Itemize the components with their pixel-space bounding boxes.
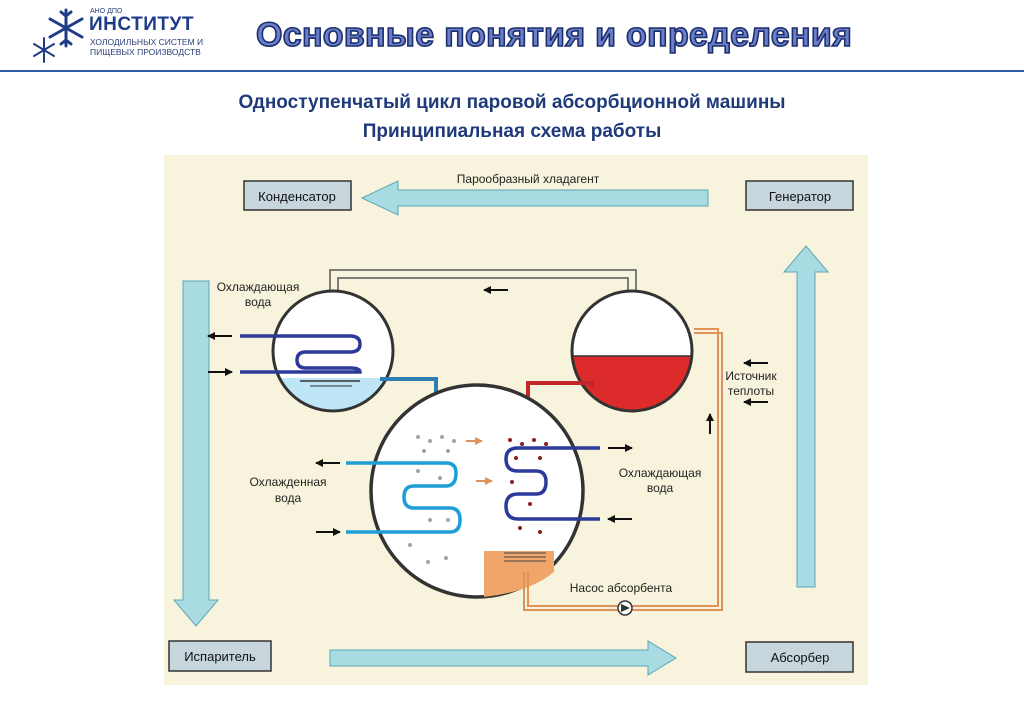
snowflake-icon xyxy=(33,8,84,63)
evaporator-label: Испаритель xyxy=(184,649,256,664)
chilled-water-label-1: Охлажденная xyxy=(249,475,326,489)
diagram-title-line2: Принципиальная схема работы xyxy=(362,121,662,142)
absorber-box: Абсорбер xyxy=(745,641,854,673)
cooling-water-top-label-2: вода xyxy=(245,295,272,309)
chilled-water-coil xyxy=(346,461,462,534)
condenser-label: Конденсатор xyxy=(258,189,336,204)
page-title: Основные понятия и определения xyxy=(255,15,853,55)
logo-sub-line2: ПИЩЕВЫХ ПРОИЗВОДСТВ xyxy=(90,47,201,57)
vapor-flow-arrow xyxy=(360,180,709,216)
logo-main-text: ИНСТИТУТ xyxy=(89,14,194,35)
absorbent-pump-label: Насос абсорбента xyxy=(570,581,673,595)
absorber-evaporator-vessel xyxy=(369,383,585,599)
generator-flow-arrow xyxy=(782,245,830,588)
solution-droplets xyxy=(508,438,548,534)
heat-source-label-1: Источник xyxy=(725,369,777,383)
vapor-refrigerant-label: Парообразный хладагент xyxy=(457,172,600,186)
condenser-box: Конденсатор xyxy=(243,180,352,211)
generator-label: Генератор xyxy=(769,189,831,204)
condenser-coil xyxy=(240,334,362,374)
chilled-water-label-2: вода xyxy=(275,491,302,505)
logo-sub-line1: ХОЛОДИЛЬНЫХ СИСТЕМ И xyxy=(90,37,204,47)
cooling-water-right-label-2: вода xyxy=(647,481,674,495)
logo-small-text: АНО ДПО xyxy=(90,8,123,15)
vapor-pipe xyxy=(329,269,637,293)
absorbent-pump xyxy=(617,600,633,616)
cooling-water-top-label-1: Охлаждающая xyxy=(217,280,300,294)
absorber-flow-arrow xyxy=(329,640,677,676)
absorber-cooling-coil xyxy=(504,446,600,521)
evaporator-box: Испаритель xyxy=(168,640,272,672)
heat-source-label-2: теплоты xyxy=(728,384,774,398)
generator-box: Генератор xyxy=(745,180,854,211)
refrigerant-droplets xyxy=(408,435,456,564)
cooling-water-right-label-1: Охлаждающая xyxy=(619,466,702,480)
institute-logo: АНО ДПО ИНСТИТУТ ХОЛОДИЛЬНЫХ СИСТЕМ И ПИ… xyxy=(30,6,230,66)
logo-sub-text: ХОЛОДИЛЬНЫХ СИСТЕМ И ПИЩЕВЫХ ПРОИЗВОДСТВ xyxy=(90,37,203,57)
absorber-label: Абсорбер xyxy=(771,650,830,665)
absorbent-sump xyxy=(484,551,554,597)
diagram-title-line1: Одноступенчатый цикл паровой абсорбционн… xyxy=(238,92,786,113)
absorbent-pump-line xyxy=(523,328,723,611)
header-divider xyxy=(0,70,1024,72)
